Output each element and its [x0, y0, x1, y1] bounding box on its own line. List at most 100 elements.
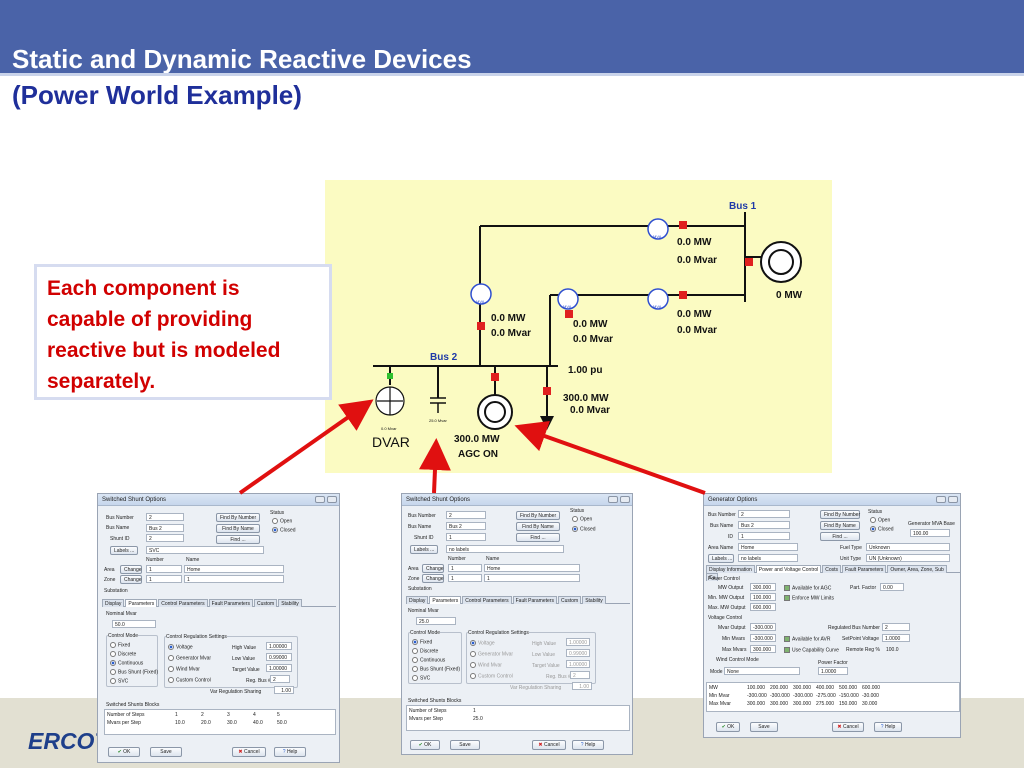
step-cell[interactable]: 2 — [201, 712, 204, 718]
labels-field[interactable]: SVC — [146, 546, 264, 554]
tab-display[interactable]: Display — [102, 599, 125, 607]
status-open-radio[interactable]: Open — [272, 518, 292, 524]
tab-fault-parameters[interactable]: Fault Parameters — [512, 596, 557, 604]
mvar-cell[interactable]: 20.0 — [201, 720, 211, 726]
zone-number-field[interactable]: 1 — [448, 574, 482, 582]
tab-costs[interactable]: Costs — [822, 565, 842, 573]
maximize-button[interactable] — [936, 496, 946, 503]
find-button[interactable]: Find ... — [820, 532, 860, 541]
curve-cell[interactable]: 200.000 — [770, 685, 789, 691]
mode-continuous-radio[interactable]: Continuous — [110, 660, 143, 666]
mvar-cell[interactable]: 40.0 — [253, 720, 263, 726]
status-closed-radio[interactable]: Closed — [272, 527, 296, 533]
find-button[interactable]: Find ... — [516, 533, 560, 542]
save-button[interactable]: Save — [150, 747, 182, 757]
labels-button[interactable]: Labels ... — [410, 545, 438, 554]
bus-name-field[interactable]: Bus 2 — [446, 522, 486, 530]
tab-fault-parameters[interactable]: Fault Parameters — [208, 599, 253, 607]
target-value-field[interactable]: 1.00000 — [266, 664, 292, 672]
ok-button[interactable]: ✔ OK — [108, 747, 140, 757]
available-avr-checkbox[interactable]: Available for AVR — [784, 636, 830, 642]
curve-cell[interactable]: 300.000 — [793, 685, 812, 691]
mode-discrete-radio[interactable]: Discrete — [412, 648, 438, 654]
find-by-name-button[interactable]: Find By Name — [216, 524, 260, 533]
zone-name-field[interactable]: 1 — [484, 574, 580, 582]
bus-name-field[interactable]: Bus 2 — [738, 521, 790, 529]
area-number-field[interactable]: 1 — [146, 565, 182, 573]
power-factor-field[interactable]: 1.0000 — [818, 667, 848, 675]
ok-button[interactable]: ✔ OK — [410, 740, 440, 750]
tab-stability[interactable]: Stability — [582, 596, 606, 604]
tab-power-voltage[interactable]: Power and Voltage Control — [755, 565, 822, 573]
curve-cell[interactable]: -300.000 — [747, 693, 767, 699]
var-sharing-field[interactable]: 1.00 — [572, 682, 592, 690]
reg-wind-mvar-radio[interactable]: Wind Mvar — [470, 662, 502, 668]
mode-select[interactable]: None — [724, 667, 800, 675]
tab-custom[interactable]: Cu — [706, 573, 719, 581]
maximize-button[interactable] — [315, 496, 325, 503]
area-change-button[interactable]: Change — [120, 565, 142, 574]
curve-cell[interactable]: 275.000 — [816, 701, 835, 707]
curve-cell[interactable]: 400.000 — [816, 685, 835, 691]
reg-voltage-radio[interactable]: Voltage — [470, 640, 495, 646]
part-factor-field[interactable]: 0.00 — [880, 583, 904, 591]
help-button[interactable]: ? Help — [274, 747, 306, 757]
bus-name-field[interactable]: Bus 2 — [146, 524, 184, 532]
status-closed-radio[interactable]: Closed — [572, 526, 596, 532]
reg-bus-field[interactable]: 2 — [882, 623, 910, 631]
var-sharing-field[interactable]: 1.00 — [274, 686, 294, 694]
mode-continuous-radio[interactable]: Continuous — [412, 657, 445, 663]
curve-cell[interactable]: 300.000 — [747, 701, 766, 707]
bus-number-field[interactable]: 2 — [446, 511, 486, 519]
min-mw-field[interactable]: 100.000 — [750, 593, 776, 601]
area-name-field[interactable]: Home — [484, 564, 580, 572]
reg-wind-mvar-radio[interactable]: Wind Mvar — [168, 666, 200, 672]
find-button[interactable]: Find ... — [216, 535, 260, 544]
find-by-number-button[interactable]: Find By Number — [516, 511, 560, 520]
area-name-field[interactable]: Home — [184, 565, 284, 573]
area-change-button[interactable]: Change — [422, 564, 444, 573]
tab-stability[interactable]: Stability — [278, 599, 302, 607]
ok-button[interactable]: ✔ OK — [716, 722, 740, 732]
high-value-field[interactable]: 1.00000 — [566, 638, 590, 646]
curve-cell[interactable]: 600.000 — [862, 685, 881, 691]
help-button[interactable]: ? Help — [572, 740, 604, 750]
zone-change-button[interactable]: Change — [120, 575, 142, 584]
step-cell[interactable]: 1 — [473, 708, 476, 714]
area-name-field[interactable]: Home — [738, 543, 798, 551]
cancel-button[interactable]: ✖ Cancel — [532, 740, 566, 750]
area-number-field[interactable]: 1 — [448, 564, 482, 572]
zone-change-button[interactable]: Change — [422, 574, 444, 583]
curve-cell[interactable]: -30.000 — [862, 693, 879, 699]
tab-owner-area[interactable]: Owner, Area, Zone, Sub — [887, 565, 947, 573]
max-mw-field[interactable]: 600.000 — [750, 603, 776, 611]
tab-fault-parameters[interactable]: Fault Parameters — [842, 565, 887, 573]
cancel-button[interactable]: ✖ Cancel — [832, 722, 864, 732]
labels-button[interactable]: Labels ... — [110, 546, 138, 555]
close-button[interactable] — [948, 496, 958, 503]
shunt-id-field[interactable]: 2 — [146, 534, 184, 542]
id-field[interactable]: 1 — [738, 532, 790, 540]
bus-number-field[interactable]: 2 — [146, 513, 184, 521]
close-button[interactable] — [620, 496, 630, 503]
help-button[interactable]: ? Help — [874, 722, 902, 732]
mode-bus-shunt-radio[interactable]: Bus Shunt (Fixed) — [110, 669, 158, 675]
low-value-field[interactable]: 0.99000 — [266, 653, 292, 661]
unit-type-select[interactable]: UN (Unknown) — [866, 554, 950, 562]
mvar-cell[interactable]: 30.0 — [227, 720, 237, 726]
tab-control-parameters[interactable]: Control Parameters — [462, 596, 512, 604]
curve-cell[interactable]: -300.000 — [793, 693, 813, 699]
mode-svc-radio[interactable]: SVC — [110, 678, 128, 684]
curve-cell[interactable]: 150.000 — [839, 701, 858, 707]
step-cell[interactable]: 1 — [175, 712, 178, 718]
mw-output-field[interactable]: 300.000 — [750, 583, 776, 591]
mvar-cell[interactable]: 10.0 — [175, 720, 185, 726]
status-closed-radio[interactable]: Closed — [870, 526, 894, 532]
curve-cell[interactable]: -275.000 — [816, 693, 836, 699]
step-cell[interactable]: 3 — [227, 712, 230, 718]
min-mvars-field[interactable]: -300.000 — [750, 634, 776, 642]
step-cell[interactable]: 5 — [277, 712, 280, 718]
low-value-field[interactable]: 0.99000 — [566, 649, 590, 657]
tab-custom[interactable]: Custom — [557, 596, 582, 604]
zone-number-field[interactable]: 1 — [146, 575, 182, 583]
